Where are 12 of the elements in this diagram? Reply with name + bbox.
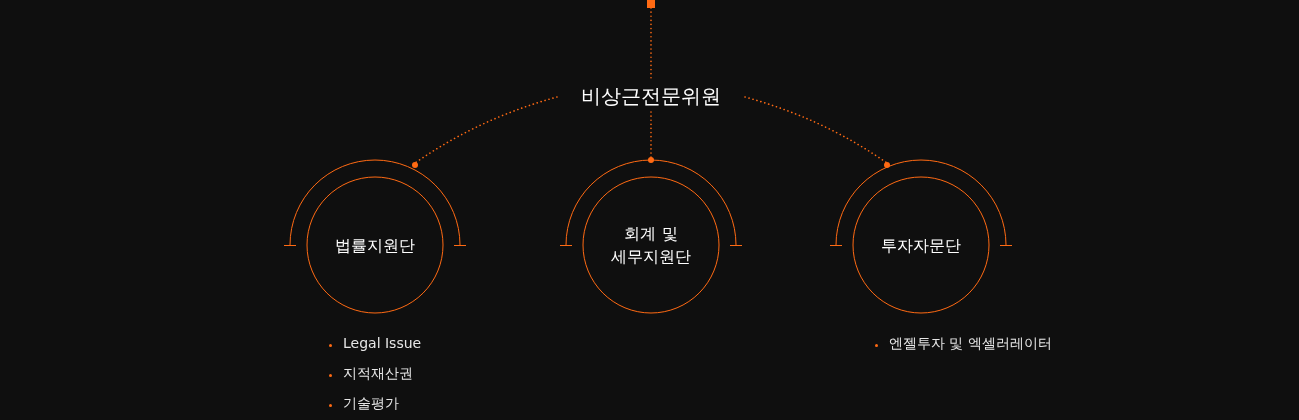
list-item: Legal Issue xyxy=(343,335,422,351)
node-label: 회계 및 세무지원단 xyxy=(610,223,692,268)
dotted-connector xyxy=(650,111,652,159)
dotted-connector xyxy=(744,96,888,164)
list-item: 지적재산권 xyxy=(343,365,413,383)
list-item: 엔젤투자 및 엑셀러레이터 xyxy=(889,335,1052,353)
group-title: 비상근전문위원 xyxy=(571,81,731,111)
list-item: 기술평가 xyxy=(343,395,399,413)
connector-square xyxy=(647,0,655,8)
node-label: 투자자문단 xyxy=(881,234,961,257)
dotted-connector xyxy=(414,96,558,164)
node-label: 법률지원단 xyxy=(335,234,415,257)
